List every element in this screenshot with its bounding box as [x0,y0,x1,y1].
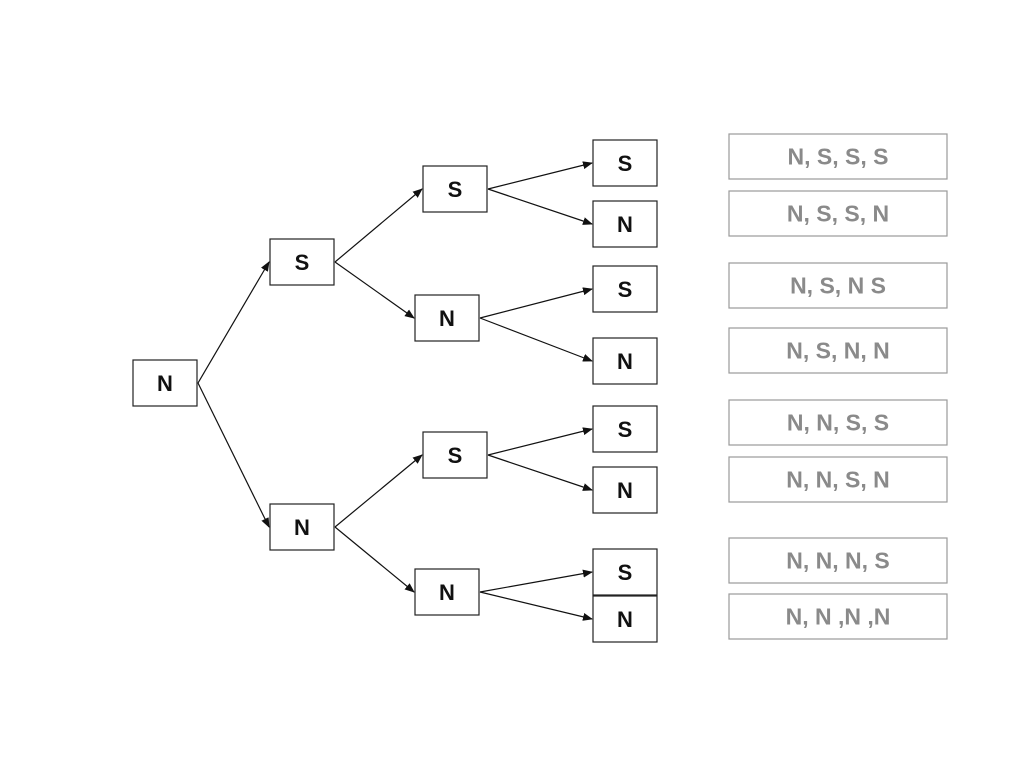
outcome-label: N, S, S, N [787,201,889,227]
tree-arrow-l1-to-l2-3 [334,526,415,593]
outcome-label: N, S, S, S [788,144,889,170]
tree-node-level2-0: S [422,165,488,213]
node-box [269,503,335,551]
node-label: S [618,151,633,176]
node-box [592,595,658,643]
outcome-item-2: N, S, N S [728,262,948,309]
outcome-item-5: N, N, S, N [728,456,948,503]
outcome-list: N, S, S, S N, S, S, N N, S, N S N, S, N, N N… [728,133,948,640]
tree-node-level2-1: N [414,294,480,342]
node-box [592,548,658,596]
node-label: S [448,177,463,202]
node-box [592,200,658,248]
outcome-box [728,190,948,237]
tree-node-level2-3: N [414,568,480,616]
node-box [592,139,658,187]
node-label: N [617,212,633,237]
node-label: S [618,560,633,585]
tree-node-level3-4: S [592,405,658,453]
outcome-item-7: N, N ,N ,N [728,593,948,640]
outcome-label: N, N ,N ,N [786,604,891,630]
outcome-label: N, N, N, S [786,548,890,574]
tree-node-level3-1: N [592,200,658,248]
node-label: S [448,443,463,468]
node-box [132,359,198,407]
tree-arrow-l2-to-l3-1 [487,188,593,225]
tree-arrow-l2-to-l3-3 [479,317,593,362]
outcome-box [728,399,948,446]
outcome-item-0: N, S, S, S [728,133,948,180]
tree-node-level3-3: N [592,337,658,385]
tree-arrow-l1-to-l2-1 [334,261,415,319]
node-label: S [618,417,633,442]
tree-node-root: N [132,359,198,407]
node-label: N [439,306,455,331]
tree-node-level1-0: S [269,238,335,286]
tree-edges [197,161,593,621]
node-box [422,165,488,213]
node-box [422,431,488,479]
tree-node-level3-5: N [592,466,658,514]
node-label: S [618,277,633,302]
node-box [269,238,335,286]
tree-arrow-root-to-l1-0 [197,261,270,384]
tree-arrow-l1-to-l2-0 [334,188,423,263]
outcome-box [728,456,948,503]
node-label: N [617,478,633,503]
tree-arrow-l2-to-l3-6 [479,569,593,593]
outcome-item-4: N, N, S, S [728,399,948,446]
tree-arrow-l2-to-l3-2 [479,287,593,319]
outcome-label: N, S, N S [790,273,886,299]
tree-arrow-l2-to-l3-5 [487,454,593,491]
outcome-label: N, N, S, S [787,410,889,436]
node-label: N [439,580,455,605]
tree-arrow-l1-to-l2-2 [334,454,423,528]
tree-node-level3-6: S [592,548,658,596]
node-label: N [157,371,173,396]
node-box [414,294,480,342]
outcome-box [728,262,948,309]
tree-arrow-root-to-l1-1 [197,382,270,528]
outcome-box [728,537,948,584]
node-label: N [617,349,633,374]
outcome-item-6: N, N, N, S [728,537,948,584]
node-box [592,405,658,453]
outcome-item-1: N, S, S, N [728,190,948,237]
node-box [592,337,658,385]
tree-arrow-l2-to-l3-4 [487,427,593,456]
outcome-box [728,133,948,180]
tree-node-level1-1: N [269,503,335,551]
node-box [414,568,480,616]
tree-node-level3-0: S [592,139,658,187]
outcome-item-3: N, S, N, N [728,327,948,374]
outcome-box [728,593,948,640]
outcome-box [728,327,948,374]
node-label: N [617,607,633,632]
node-box [592,466,658,514]
tree-arrow-l2-to-l3-0 [487,161,593,190]
node-label: S [295,250,310,275]
outcome-label: N, N, S, N [786,467,890,493]
tree-node-level2-2: S [422,431,488,479]
node-label: N [294,515,310,540]
tree-arrow-l2-to-l3-7 [479,591,593,621]
node-box [592,265,658,313]
outcome-label: N, S, N, N [786,338,890,364]
tree-node-level3-7: N [592,595,658,643]
tree-node-level3-2: S [592,265,658,313]
